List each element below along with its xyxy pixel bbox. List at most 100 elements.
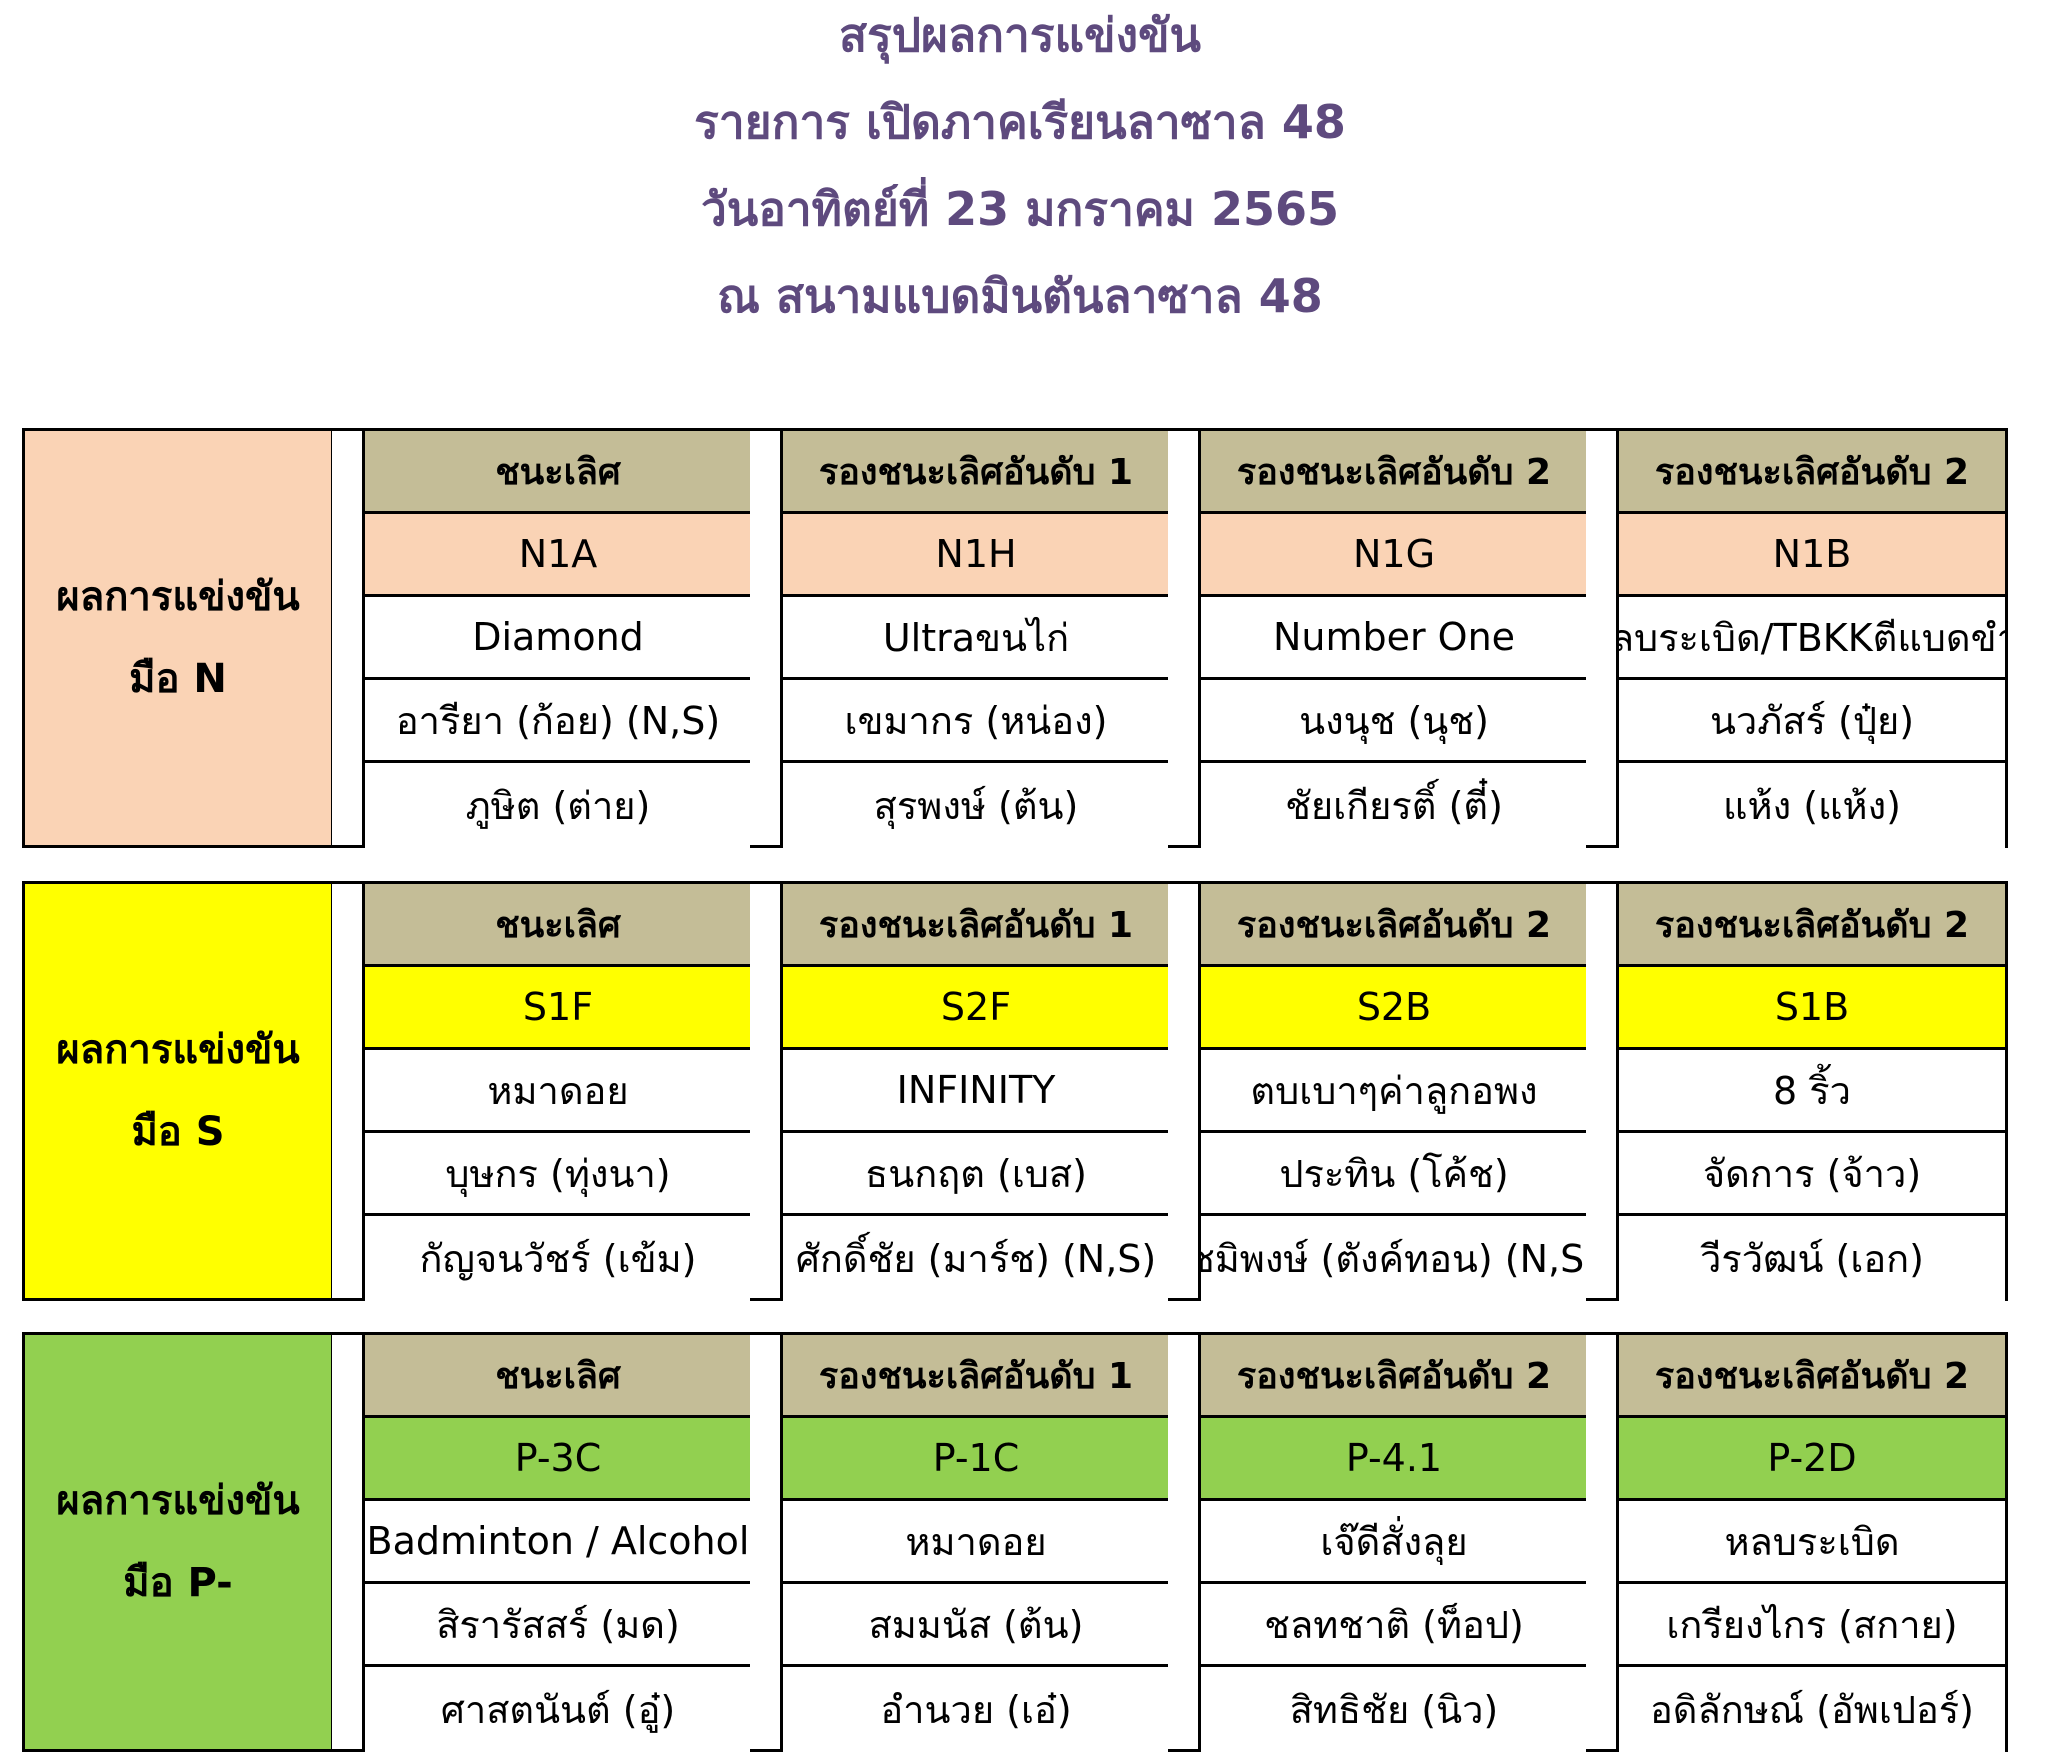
team-code: N1H: [783, 511, 1169, 594]
column-separator: [332, 881, 362, 1301]
team-code: S2B: [1201, 964, 1587, 1047]
section-label-line-2: มือ S: [131, 1109, 225, 1155]
player-2: สิทธิชัย (นิว): [1201, 1664, 1587, 1752]
player-1: ธนกฤต (เบส): [783, 1130, 1169, 1213]
team-name: หมาดอย: [783, 1498, 1169, 1581]
result-column: รองชนะเลิศอันดับ 1 P-1C หมาดอย สมมนัส (ต…: [780, 1332, 1172, 1752]
player-1: ชลทชาติ (ท็อป): [1201, 1581, 1587, 1664]
title-line-1: สรุปผลการแข่งขัน: [839, 8, 1201, 62]
placement-header: รองชนะเลิศอันดับ 1: [783, 431, 1169, 511]
placement-header: รองชนะเลิศอันดับ 2: [1619, 884, 2005, 964]
player-2: ศาสตนันต์ (อู๋): [365, 1664, 751, 1752]
player-2: แห้ง (แห้ง): [1619, 760, 2005, 848]
column-separator: [750, 428, 780, 848]
result-column: รองชนะเลิศอันดับ 1 N1H Ultraขนไก่ เขมากร…: [780, 428, 1172, 848]
result-column: ชนะเลิศ N1A Diamond อารียา (ก้อย) (N,S) …: [362, 428, 754, 848]
placement-header: ชนะเลิศ: [365, 1335, 751, 1415]
team-code: N1G: [1201, 511, 1587, 594]
player-1: จัดการ (จ้าว): [1619, 1130, 2005, 1213]
result-column: รองชนะเลิศอันดับ 2 P-2D หลบระเบิด เกรียง…: [1616, 1332, 2008, 1752]
player-2: วีรวัฒน์ (เอก): [1619, 1213, 2005, 1301]
results-section-s: ผลการแข่งขัน มือ S ชนะเลิศ S1F หมาดอย บุ…: [22, 881, 2008, 1301]
team-code: S1B: [1619, 964, 2005, 1047]
team-name: เจ๊ดีสั่งลุย: [1201, 1498, 1587, 1581]
team-code: N1B: [1619, 511, 2005, 594]
section-label-line-2: มือ P-: [123, 1560, 233, 1606]
team-name: หลบระเบิด: [1619, 1498, 2005, 1581]
placement-header: ชนะเลิศ: [365, 884, 751, 964]
column-separator: [332, 428, 362, 848]
team-name: หลบระเบิด/TBKKตีแบดขำๆ: [1619, 594, 2005, 677]
team-code: S1F: [365, 964, 751, 1047]
player-2: สุรพงษ์ (ต้น): [783, 760, 1169, 848]
player-1: เขมากร (หน่อง): [783, 677, 1169, 760]
team-code: P-1C: [783, 1415, 1169, 1498]
result-column: รองชนะเลิศอันดับ 2 S2B ตบเบาๆค่าลูกอพง ป…: [1198, 881, 1590, 1301]
player-1: นวภัสร์ (ปุ๋ย): [1619, 677, 2005, 760]
player-1: เกรียงไกร (สกาย): [1619, 1581, 2005, 1664]
section-label-line-1: ผลการแข่งขัน: [56, 1027, 300, 1073]
player-2: อำนวย (เอ๋): [783, 1664, 1169, 1752]
team-code: S2F: [783, 964, 1169, 1047]
player-2: ภูษิต (ต่าย): [365, 760, 751, 848]
column-separator: [1586, 881, 1616, 1301]
player-2: ศักดิ์ชัย (มาร์ช) (N,S): [783, 1213, 1169, 1301]
player-2: ชัยเกียรติ์ (ตี๋): [1201, 760, 1587, 848]
section-label: ผลการแข่งขัน มือ P-: [22, 1332, 334, 1752]
results-section-p: ผลการแข่งขัน มือ P- ชนะเลิศ P-3C Badmint…: [22, 1332, 2008, 1752]
column-separator: [1168, 428, 1198, 848]
player-1: สิรารัสสร์ (มด): [365, 1581, 751, 1664]
placement-header: รองชนะเลิศอันดับ 2: [1201, 431, 1587, 511]
placement-header: รองชนะเลิศอันดับ 2: [1619, 431, 2005, 511]
column-separator: [1168, 1332, 1198, 1752]
section-label-line-1: ผลการแข่งขัน: [56, 1478, 300, 1524]
team-name: ตบเบาๆค่าลูกอพง: [1201, 1047, 1587, 1130]
result-column: รองชนะเลิศอันดับ 2 S1B 8 ริ้ว จัดการ (จ้…: [1616, 881, 2008, 1301]
team-code: P-2D: [1619, 1415, 2005, 1498]
title-line-2: รายการ เปิดภาคเรียนลาซาล 48: [694, 95, 1346, 149]
team-name: Diamond: [365, 594, 751, 677]
player-2: กัญจนวัชร์ (เข้ม): [365, 1213, 751, 1301]
result-column: รองชนะเลิศอันดับ 2 N1B หลบระเบิด/TBKKตีแ…: [1616, 428, 2008, 848]
team-code: N1A: [365, 511, 751, 594]
team-name: Number One: [1201, 594, 1587, 677]
player-1: บุษกร (ทุ่งนา): [365, 1130, 751, 1213]
section-label: ผลการแข่งขัน มือ S: [22, 881, 334, 1301]
column-separator: [1586, 428, 1616, 848]
team-name: INFINITY: [783, 1047, 1169, 1130]
result-column: รองชนะเลิศอันดับ 2 P-4.1 เจ๊ดีสั่งลุย ชล…: [1198, 1332, 1590, 1752]
section-label: ผลการแข่งขัน มือ N: [22, 428, 334, 848]
team-name: Ultraขนไก่: [783, 594, 1169, 677]
result-column: รองชนะเลิศอันดับ 1 S2F INFINITY ธนกฤต (เ…: [780, 881, 1172, 1301]
title-line-3: วันอาทิตย์ที่ 23 มกราคม 2565: [700, 182, 1340, 236]
column-separator: [750, 1332, 780, 1752]
player-1: ประทิน (โค้ช): [1201, 1130, 1587, 1213]
section-label-line-1: ผลการแข่งขัน: [56, 574, 300, 620]
result-column: ชนะเลิศ S1F หมาดอย บุษกร (ทุ่งนา) กัญจนว…: [362, 881, 754, 1301]
column-separator: [332, 1332, 362, 1752]
column-separator: [1586, 1332, 1616, 1752]
player-1: นงนุช (นุช): [1201, 677, 1587, 760]
placement-header: รองชนะเลิศอันดับ 2: [1201, 1335, 1587, 1415]
team-code: P-3C: [365, 1415, 751, 1498]
team-name: 8 ริ้ว: [1619, 1047, 2005, 1130]
player-2: ชมิพงษ์ (ตังค์ทอน) (N,S): [1201, 1213, 1587, 1301]
team-name: Badminton / Alcohol: [365, 1498, 751, 1581]
title-line-4: ณ สนามแบดมินตันลาซาล 48: [717, 269, 1323, 323]
player-2: อดิลักษณ์ (อัพเปอร์): [1619, 1664, 2005, 1752]
column-separator: [1168, 881, 1198, 1301]
placement-header: รองชนะเลิศอันดับ 1: [783, 884, 1169, 964]
team-name: หมาดอย: [365, 1047, 751, 1130]
result-column: รองชนะเลิศอันดับ 2 N1G Number One นงนุช …: [1198, 428, 1590, 848]
result-column: ชนะเลิศ P-3C Badminton / Alcohol สิรารัส…: [362, 1332, 754, 1752]
team-code: P-4.1: [1201, 1415, 1587, 1498]
section-label-line-2: มือ N: [129, 656, 227, 702]
placement-header: ชนะเลิศ: [365, 431, 751, 511]
placement-header: รองชนะเลิศอันดับ 2: [1619, 1335, 2005, 1415]
column-separator: [750, 881, 780, 1301]
placement-header: รองชนะเลิศอันดับ 2: [1201, 884, 1587, 964]
placement-header: รองชนะเลิศอันดับ 1: [783, 1335, 1169, 1415]
player-1: อารียา (ก้อย) (N,S): [365, 677, 751, 760]
results-section-n: ผลการแข่งขัน มือ N ชนะเลิศ N1A Diamond อ…: [22, 428, 2008, 848]
player-1: สมมนัส (ต้น): [783, 1581, 1169, 1664]
